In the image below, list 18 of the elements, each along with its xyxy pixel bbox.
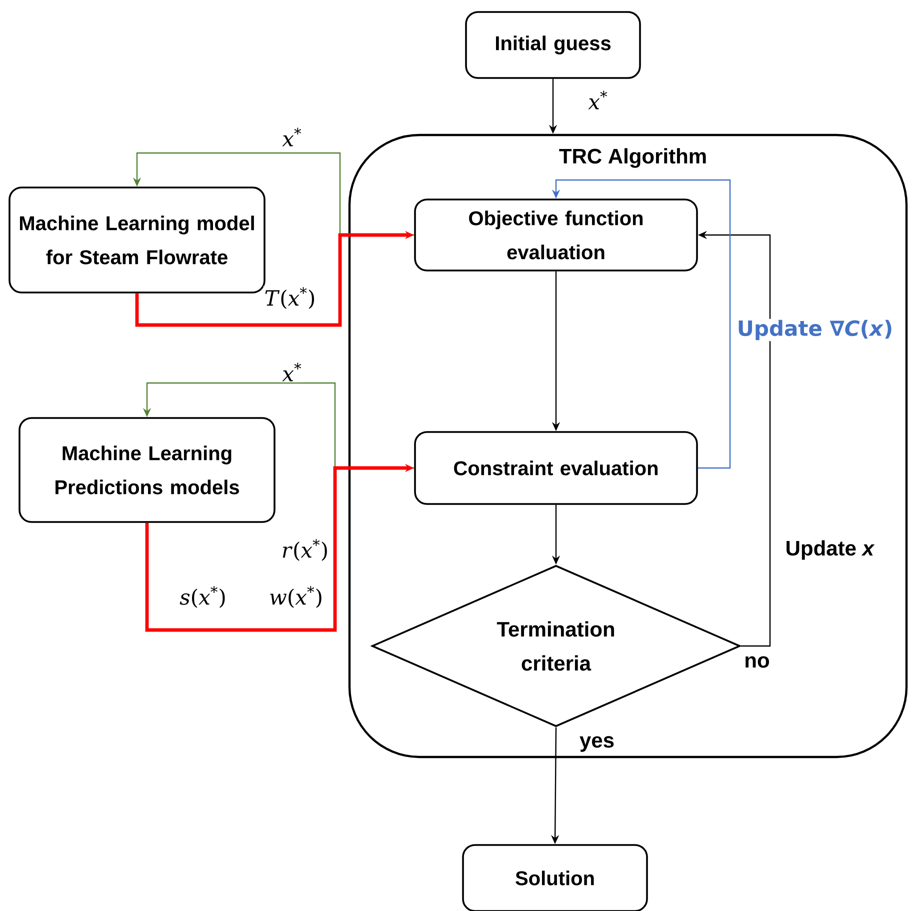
output-label: s(x$^{*}$): [180, 586, 225, 608]
edge-label: T(x$^{*}$): [265, 287, 314, 309]
edge-label: no: [746, 656, 770, 668]
edge-label: x$^{*}$: [282, 362, 302, 382]
process-box: Machine Learning model for Steam Flowrate: [8, 186, 266, 294]
edge-label: Update ∇C(x): [738, 320, 892, 340]
output-label: w(x$^{*}$): [270, 586, 322, 608]
output-label: Update x: [786, 540, 875, 560]
process-box: Solution: [462, 844, 648, 911]
process-box: Constraint evaluation: [414, 431, 698, 505]
container-heading: TRC Algorithm: [559, 148, 706, 168]
edge-label: yes: [580, 736, 614, 752]
process-box: Initial guess: [465, 11, 641, 79]
edge-label: x$^{*}$: [588, 90, 608, 110]
process-box: Machine Learning Predictions models: [18, 417, 276, 523]
output-label: r(x$^{*}$): [282, 539, 327, 561]
edge-label: x$^{*}$: [282, 128, 302, 146]
process-box: Objective function evaluation: [414, 198, 698, 272]
